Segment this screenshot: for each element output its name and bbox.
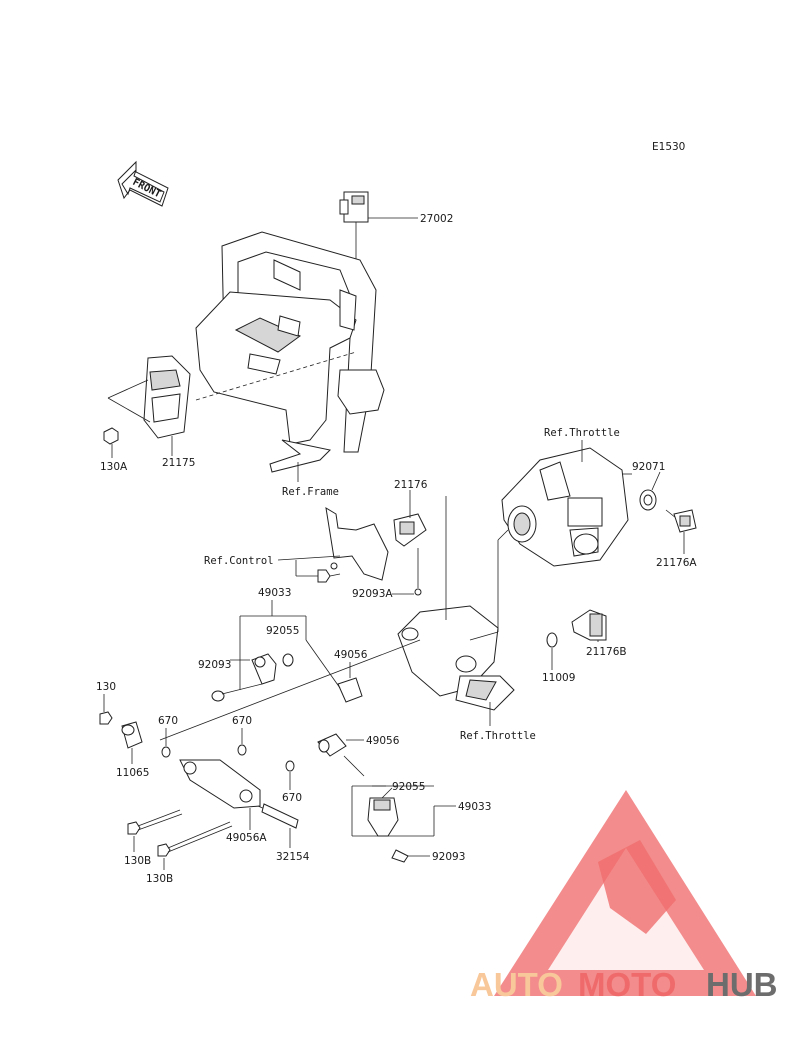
ring-11009 [546,632,558,670]
ref-control-bolts [277,555,341,583]
label-ref-throttle-top: Ref.Throttle [544,427,620,439]
label-92055-bottom: 92055 [392,781,425,793]
regulator-11065 [121,721,143,764]
label-670-b: 670 [232,715,252,727]
label-ref-control: Ref.Control [204,555,274,567]
fuel-rail [159,639,421,830]
logo-text-moto: MOTO [578,966,676,1003]
bolt-130B-b [157,821,233,870]
label-670-c: 670 [282,792,302,804]
oring-670-c [285,760,295,790]
logo-text-auto: AUTO [470,966,563,1003]
injector-49033-upper [211,600,307,702]
front-arrow-icon: FRONT [117,160,169,207]
injector-49033-lower [343,755,456,863]
label-92093-bottom: 92093 [432,851,465,863]
throttle-body [501,440,629,567]
label-670-a: 670 [158,715,178,727]
joint-49056-top [305,639,363,703]
label-130B-b: 130B [146,873,173,885]
sensor-21176A [665,509,697,554]
label-21176B: 21176B [586,646,627,658]
label-49033-bottom: 49033 [458,801,491,813]
throttle-lower-assembly [397,496,515,726]
label-27002: 27002 [420,213,453,225]
label-21176: 21176 [394,479,428,491]
label-21176A: 21176A [656,557,697,569]
automotohub-logo: AUTO MOTO HUB [470,790,778,1003]
label-92093A: 92093A [352,588,393,600]
sensor-21176B [571,609,607,642]
bolt-130A [103,427,119,445]
label-49033-top: 49033 [258,587,291,599]
frame-assembly [195,231,385,482]
seal-92071 [622,471,661,511]
label-130B-a: 130B [124,855,151,867]
relay-27002 [339,191,418,262]
label-130A: 130A [100,461,128,473]
label-130: 130 [96,681,116,693]
label-ref-frame: Ref.Frame [282,486,339,498]
label-11065: 11065 [116,767,149,779]
oring-670-a [161,728,171,758]
label-49056A: 49056A [226,832,267,844]
label-92093-left: 92093 [198,659,231,671]
sensor-bracket-21176 [325,490,427,596]
diagram-code: E1530 [652,141,685,153]
label-92071: 92071 [632,461,665,473]
logo-text-hub: HUB [706,966,778,1003]
label-ref-throttle-bottom: Ref.Throttle [460,730,536,742]
joint-49056-mid [317,733,364,757]
label-92055-top: 92055 [266,625,299,637]
bolt-130 [99,694,113,725]
label-32154: 32154 [276,851,310,863]
bolt-130B-a [127,809,183,852]
ecu-21175 [107,355,191,456]
pipe-32154 [257,803,299,848]
label-49056-mid: 49056 [366,735,400,747]
label-49056-top: 49056 [334,649,368,661]
oring-670-b [237,728,247,756]
label-21175: 21175 [162,457,195,469]
label-11009: 11009 [542,672,575,684]
